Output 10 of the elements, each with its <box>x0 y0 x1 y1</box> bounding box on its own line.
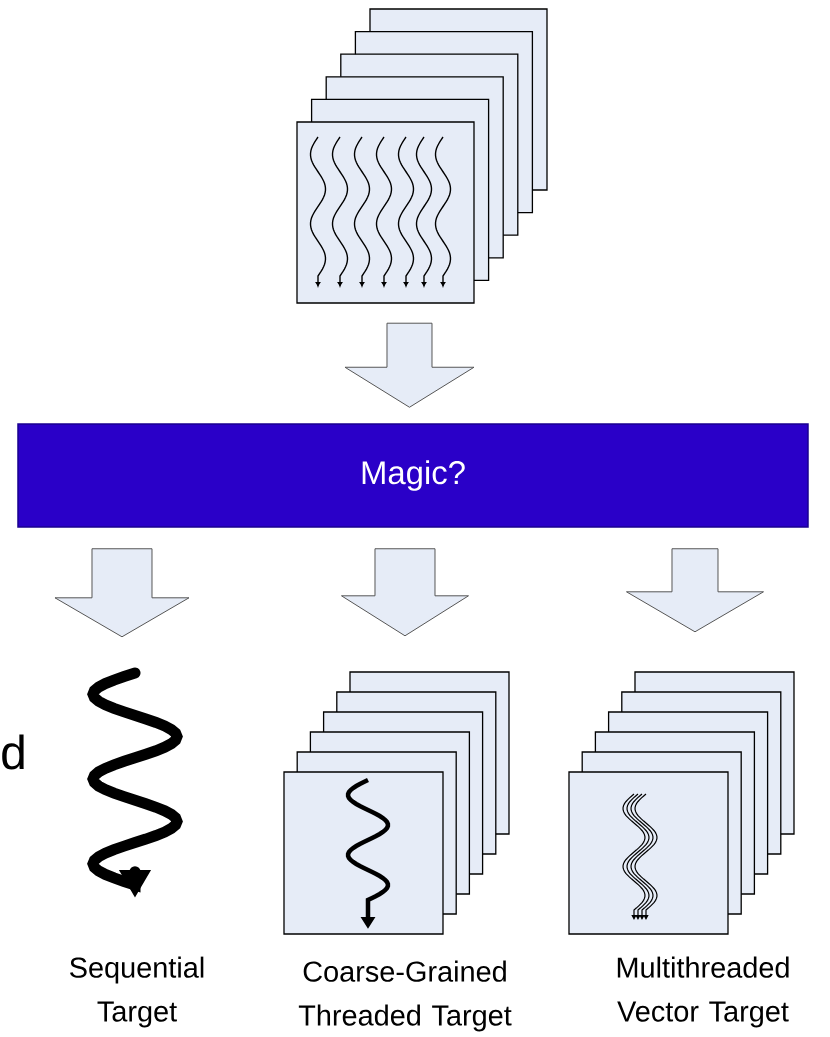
block-arrow <box>54 548 190 638</box>
target-caption: Multithreaded Vector Target <box>617 956 789 1028</box>
text-fragment: d <box>2 734 24 770</box>
target-caption: Sequential Target <box>70 956 204 1028</box>
block-arrow <box>626 548 764 633</box>
target-caption: Coarse-Grained Threaded Target <box>298 960 512 1032</box>
label-band: Magic? <box>17 423 809 528</box>
thread-stack-drawing <box>296 8 548 304</box>
block-arrow <box>344 322 475 408</box>
block-arrow <box>341 548 469 637</box>
